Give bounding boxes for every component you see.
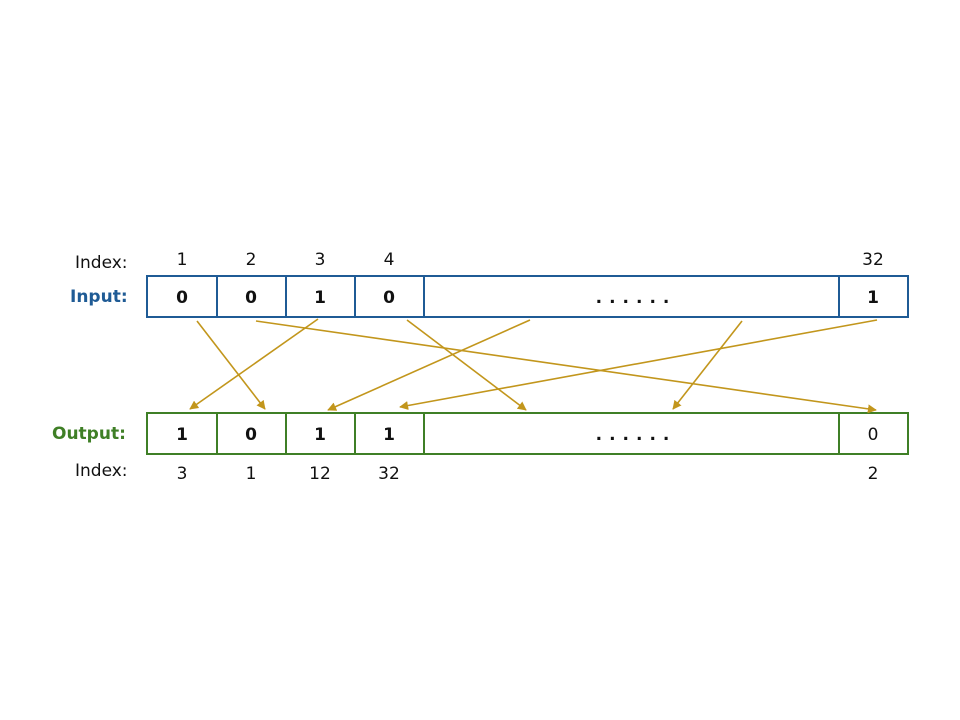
output-index: 2 [868,464,879,484]
output-bit: 0 [868,425,879,445]
output-index-label: Index: [75,461,128,481]
input-bit: 0 [176,288,188,308]
arrow [327,319,531,411]
output-label: Output: [52,424,126,444]
input-bit: 0 [383,288,395,308]
output-index: 12 [309,464,331,484]
permutation-arrows [189,318,878,414]
input-index: 2 [246,250,257,270]
input-index: 3 [315,250,326,270]
input-register [146,275,909,318]
output-index: 32 [378,464,400,484]
arrow [672,320,743,410]
output-index: 1 [246,464,257,484]
input-index: 4 [384,250,395,270]
output-bit: 1 [383,425,395,445]
arrow [406,319,527,411]
input-ellipsis: ...... [596,288,677,308]
input-index: 1 [177,250,188,270]
output-bit: 1 [176,425,188,445]
input-index-label: Index: [75,253,128,273]
arrow [399,319,878,410]
output-bit: 1 [314,425,326,445]
output-bit: 0 [245,425,257,445]
input-index: 32 [862,250,884,270]
arrow [255,320,877,414]
arrow [189,318,319,410]
output-register [146,412,909,455]
output-ellipsis: ...... [596,425,677,445]
input-bit: 1 [314,288,326,308]
input-bit: 0 [245,288,257,308]
output-index: 3 [177,464,188,484]
input-label: Input: [70,287,128,307]
input-bit: 1 [867,288,879,308]
arrow [196,320,266,410]
